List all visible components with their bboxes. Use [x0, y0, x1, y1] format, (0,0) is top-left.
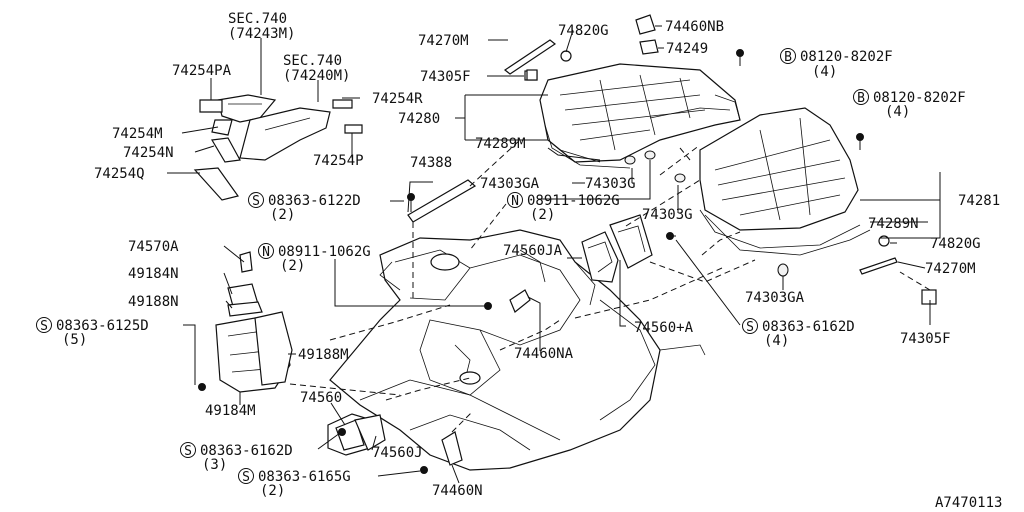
label-49188M: 49188M: [298, 347, 349, 363]
nut-1-code: 08911-1062G: [527, 193, 620, 209]
label-74560JA: 74560JA: [503, 243, 563, 259]
label-49188N: 49188N: [128, 294, 179, 310]
label-74281: 74281: [958, 193, 1000, 209]
screw-3-qty: (4): [764, 333, 789, 349]
label-74560: 74560: [300, 390, 342, 406]
screw-4-code: 08363-6162D: [200, 443, 293, 459]
bolt-symbol-icon: [780, 48, 796, 64]
screw-symbol-5: S: [242, 470, 250, 485]
label-74303GA-right: 74303GA: [745, 290, 805, 306]
label-74280: 74280: [398, 111, 440, 127]
label-74460NA: 74460NA: [514, 346, 574, 362]
screw-symbol-icon: [742, 318, 758, 334]
figure-id: A7470113: [935, 495, 1002, 511]
screw-1-code: 08363-6122D: [268, 193, 361, 209]
screw-symbol-1: S: [252, 194, 260, 209]
screw-2-qty: (5): [62, 332, 87, 348]
screw-symbol-icon: [238, 468, 254, 484]
screw-symbol-icon: [248, 192, 264, 208]
label-74305F-top: 74305F: [420, 69, 471, 85]
label-49184N: 49184N: [128, 266, 179, 282]
screw-2-code: 08363-6125D: [56, 318, 149, 334]
label-74460N: 74460N: [432, 483, 483, 499]
label-74254M: 74254M: [112, 126, 163, 142]
label-74303GA-mid: 74303GA: [480, 176, 540, 192]
bolt-1-code: 08120-8202F: [800, 49, 893, 65]
leader-lines: [167, 25, 941, 484]
nut-1-qty: (2): [530, 207, 555, 223]
nut-symbol-1: N: [511, 194, 519, 209]
label-74254PA: 74254PA: [172, 63, 232, 79]
label-74289M: 74289M: [475, 136, 526, 152]
label-74254R: 74254R: [372, 91, 423, 107]
screw-4-qty: (3): [202, 457, 227, 473]
label-74820G-top: 74820G: [558, 23, 609, 39]
floor-panel-74280: [524, 63, 741, 163]
rear-floor-body: [329, 229, 706, 471]
label-74820G-right: 74820G: [930, 236, 981, 252]
left-rubber-parts: [215, 283, 293, 393]
screw-symbol-4: S: [184, 444, 192, 459]
nut-2-qty: (2): [280, 258, 305, 274]
screw-symbol-2: S: [40, 319, 48, 334]
assembly-lines: [289, 139, 931, 433]
label-74254N: 74254N: [123, 145, 174, 161]
label-74270M-right: 74270M: [925, 261, 976, 277]
screw-5-qty: (2): [260, 483, 285, 499]
label-74303G-right: 74303G: [642, 207, 693, 223]
bolt-1-qty: (4): [812, 64, 837, 80]
screw-1-qty: (2): [270, 207, 295, 223]
label-74388: 74388: [410, 155, 452, 171]
bolt-symbol-2: B: [857, 91, 865, 106]
label-74570A: 74570A: [128, 239, 179, 255]
upper-left-panels: [193, 94, 363, 201]
label-74305F-right: 74305F: [900, 331, 951, 347]
label-74560-plus-A: 74560+A: [634, 320, 694, 336]
label-sec740-a: SEC.740: [228, 11, 287, 27]
seal-strips: [544, 107, 871, 256]
floor-panel-74281: [699, 107, 861, 249]
label-74303G-mid: 74303G: [585, 176, 636, 192]
nut-2-code: 08911-1062G: [278, 244, 371, 260]
part-labels: SEC.740 (74243M) SEC.740 (74240M) 74254P…: [56, 11, 1002, 511]
nut-symbol-2: N: [262, 245, 270, 260]
bolt-symbol-icon: [853, 89, 869, 105]
fastener-symbols: B B N N S S S S S: [36, 48, 869, 485]
screw-symbol-icon: [180, 442, 196, 458]
bolt-symbol-1: B: [784, 50, 792, 65]
label-74254Q: 74254Q: [94, 166, 145, 182]
bolt-2-code: 08120-8202F: [873, 90, 966, 106]
label-74254P: 74254P: [313, 153, 364, 169]
screw-3-code: 08363-6162D: [762, 319, 855, 335]
screw-symbol-icon: [36, 317, 52, 333]
screw-symbol-3: S: [746, 320, 754, 335]
small-parts: [239, 14, 937, 466]
label-74460NB: 74460NB: [665, 19, 724, 35]
label-74249: 74249: [666, 41, 708, 57]
label-sec740-b: SEC.740: [283, 53, 342, 69]
label-sec740-b-ref: (74240M): [283, 68, 350, 84]
label-74289N: 74289N: [868, 216, 919, 232]
label-sec740-a-ref: (74243M): [228, 26, 295, 42]
label-74560J: 74560J: [372, 445, 423, 461]
nut-symbol-icon: [507, 192, 523, 208]
label-74270M-top: 74270M: [418, 33, 469, 49]
label-49184M: 49184M: [205, 403, 256, 419]
screw-5-code: 08363-6165G: [258, 469, 351, 485]
bolt-2-qty: (4): [885, 104, 910, 120]
nut-symbol-icon: [258, 243, 274, 259]
